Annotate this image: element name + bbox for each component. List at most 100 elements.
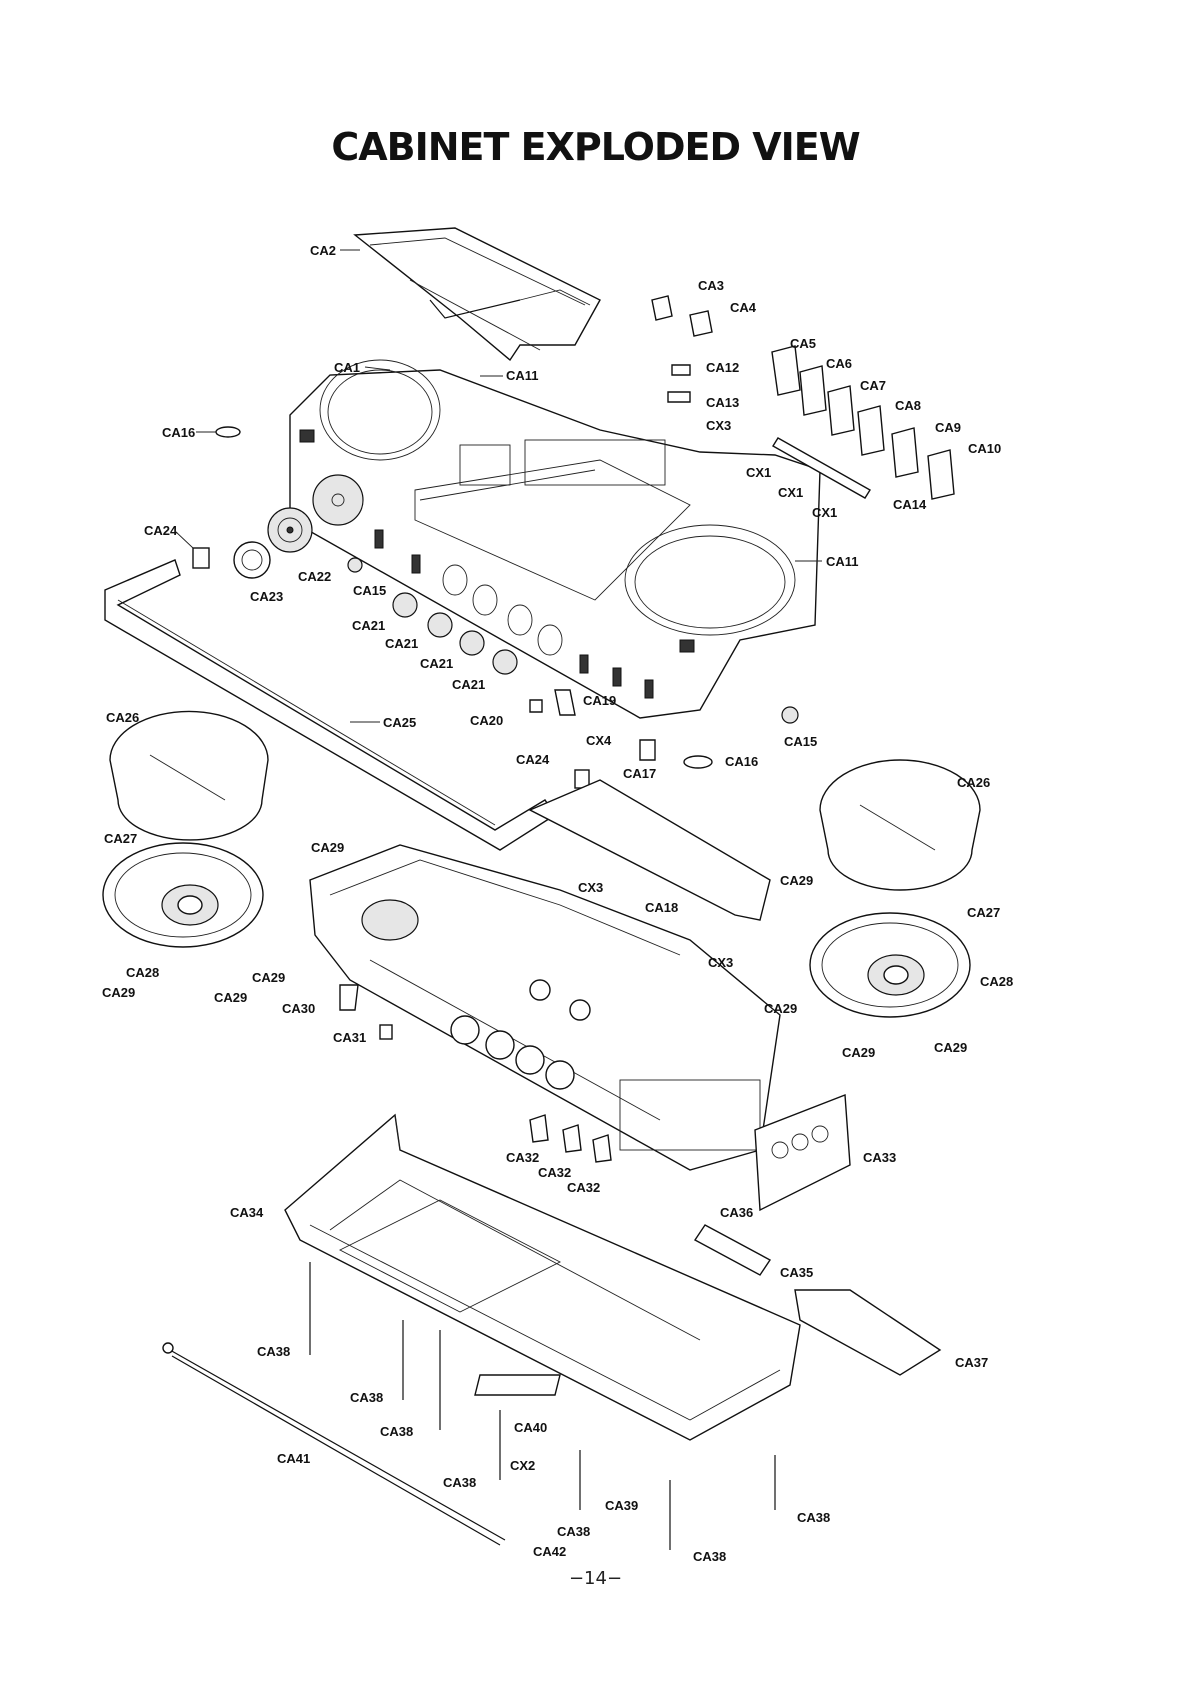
part-ca17	[639, 739, 656, 761]
label-ca10: CA10	[968, 441, 1001, 456]
grille-ca26-right	[819, 759, 981, 891]
part-ca31	[379, 1024, 393, 1040]
label-ca21-c: CA21	[420, 656, 453, 671]
parts-ca32	[529, 1114, 612, 1163]
part-ca12	[671, 364, 691, 376]
page-title: CABINET EXPLODED VIEW	[331, 125, 860, 169]
label-cx1-c: CX1	[812, 505, 837, 520]
label-ca32-b: CA32	[538, 1165, 571, 1180]
buttons-ca3-ca10	[651, 295, 955, 500]
bracket-ca18	[528, 779, 771, 921]
label-ca38-a: CA38	[257, 1344, 290, 1359]
part-ca20	[529, 699, 543, 713]
part-ca30	[339, 984, 359, 1011]
label-ca27-left: CA27	[104, 831, 137, 846]
bracket-ca14	[772, 437, 871, 499]
label-ca23: CA23	[250, 589, 283, 604]
cap-ca16-right	[683, 755, 713, 769]
part-ca13	[667, 391, 691, 403]
lid-part-ca2	[353, 227, 601, 362]
sheet-ca40	[474, 1374, 561, 1396]
label-cx2: CX2	[510, 1458, 535, 1473]
label-ca21-a: CA21	[352, 618, 385, 633]
label-ca28-left: CA28	[126, 965, 159, 980]
label-cx1-b: CX1	[778, 485, 803, 500]
label-ca28-right: CA28	[980, 974, 1013, 989]
label-ca24-bottom: CA24	[516, 752, 550, 767]
deck-chassis	[309, 844, 781, 1171]
label-ca16-left: CA16	[162, 425, 195, 440]
label-cx3-mid: CX3	[578, 880, 603, 895]
volume-knobs-ca21	[392, 592, 518, 675]
label-ca39: CA39	[605, 1498, 638, 1513]
label-cx1-a: CX1	[746, 465, 771, 480]
label-ca4: CA4	[730, 300, 757, 315]
label-ca14: CA14	[893, 497, 927, 512]
label-ca20: CA20	[470, 713, 503, 728]
label-ca30: CA30	[282, 1001, 315, 1016]
label-ca31: CA31	[333, 1030, 366, 1045]
label-ca38-d: CA38	[443, 1475, 476, 1490]
label-ca12: CA12	[706, 360, 739, 375]
label-ca21-b: CA21	[385, 636, 418, 651]
label-ca34: CA34	[230, 1205, 264, 1220]
label-ca9: CA9	[935, 420, 961, 435]
label-ca27-right: CA27	[967, 905, 1000, 920]
label-ca29-f: CA29	[764, 1001, 797, 1016]
label-ca17: CA17	[623, 766, 656, 781]
bottom-case-ca34	[284, 1113, 801, 1441]
label-ca42: CA42	[533, 1544, 566, 1559]
label-ca11-right: CA11	[826, 554, 859, 569]
label-ca5: CA5	[790, 336, 816, 351]
label-ca38-g: CA38	[693, 1549, 726, 1564]
speaker-ca27-left	[102, 842, 264, 948]
label-ca2: CA2	[310, 243, 336, 258]
antenna-ca41	[162, 1342, 506, 1546]
label-ca7: CA7	[860, 378, 886, 393]
gear-knob-ca23	[233, 541, 271, 579]
part-ca19	[554, 689, 576, 716]
jack-plate-ca33	[754, 1094, 851, 1212]
label-ca15-right: CA15	[784, 734, 817, 749]
label-ca32-c: CA32	[567, 1180, 600, 1195]
label-ca21-d: CA21	[452, 677, 485, 692]
label-ca29-c: CA29	[102, 985, 135, 1000]
slide-knob-ca24-upper	[192, 547, 210, 569]
label-ca38-f: CA38	[797, 1510, 830, 1525]
label-ca37: CA37	[955, 1355, 988, 1370]
label-cx3-low: CX3	[708, 955, 733, 970]
screws-ca38	[309, 1262, 776, 1550]
label-ca40: CA40	[514, 1420, 547, 1435]
grille-ca26-left	[109, 710, 269, 841]
label-ca29-d: CA29	[252, 970, 285, 985]
label-ca33: CA33	[863, 1150, 896, 1165]
label-ca35: CA35	[780, 1265, 813, 1280]
label-ca26-left: CA26	[106, 710, 139, 725]
part-labels: CA2 CA1 CA11 CA3 CA4 CA5 CA6 CA7 CA8 CA9…	[102, 243, 1013, 1564]
label-ca41: CA41	[277, 1451, 310, 1466]
label-ca29-b: CA29	[780, 873, 813, 888]
label-ca22: CA22	[298, 569, 331, 584]
label-ca19: CA19	[583, 693, 616, 708]
page-number: −14−	[568, 1568, 623, 1589]
label-ca13: CA13	[706, 395, 739, 410]
cap-ca16-left	[215, 426, 241, 438]
label-ca24-top: CA24	[144, 523, 178, 538]
label-ca29-h: CA29	[934, 1040, 967, 1055]
label-ca38-e: CA38	[557, 1524, 590, 1539]
cable-ca35	[693, 1224, 772, 1276]
label-ca1: CA1	[334, 360, 360, 375]
speaker-ca27-right	[809, 912, 971, 1018]
label-cx4: CX4	[586, 733, 612, 748]
label-ca36: CA36	[720, 1205, 753, 1220]
label-ca29-e: CA29	[214, 990, 247, 1005]
label-ca3: CA3	[698, 278, 724, 293]
label-ca15-left: CA15	[353, 583, 386, 598]
gear-knob-ca22	[267, 507, 313, 553]
foot-ca15-right	[781, 706, 799, 724]
label-ca29-g: CA29	[842, 1045, 875, 1060]
label-ca11-top: CA11	[506, 368, 539, 383]
handle-ca25	[104, 559, 556, 851]
